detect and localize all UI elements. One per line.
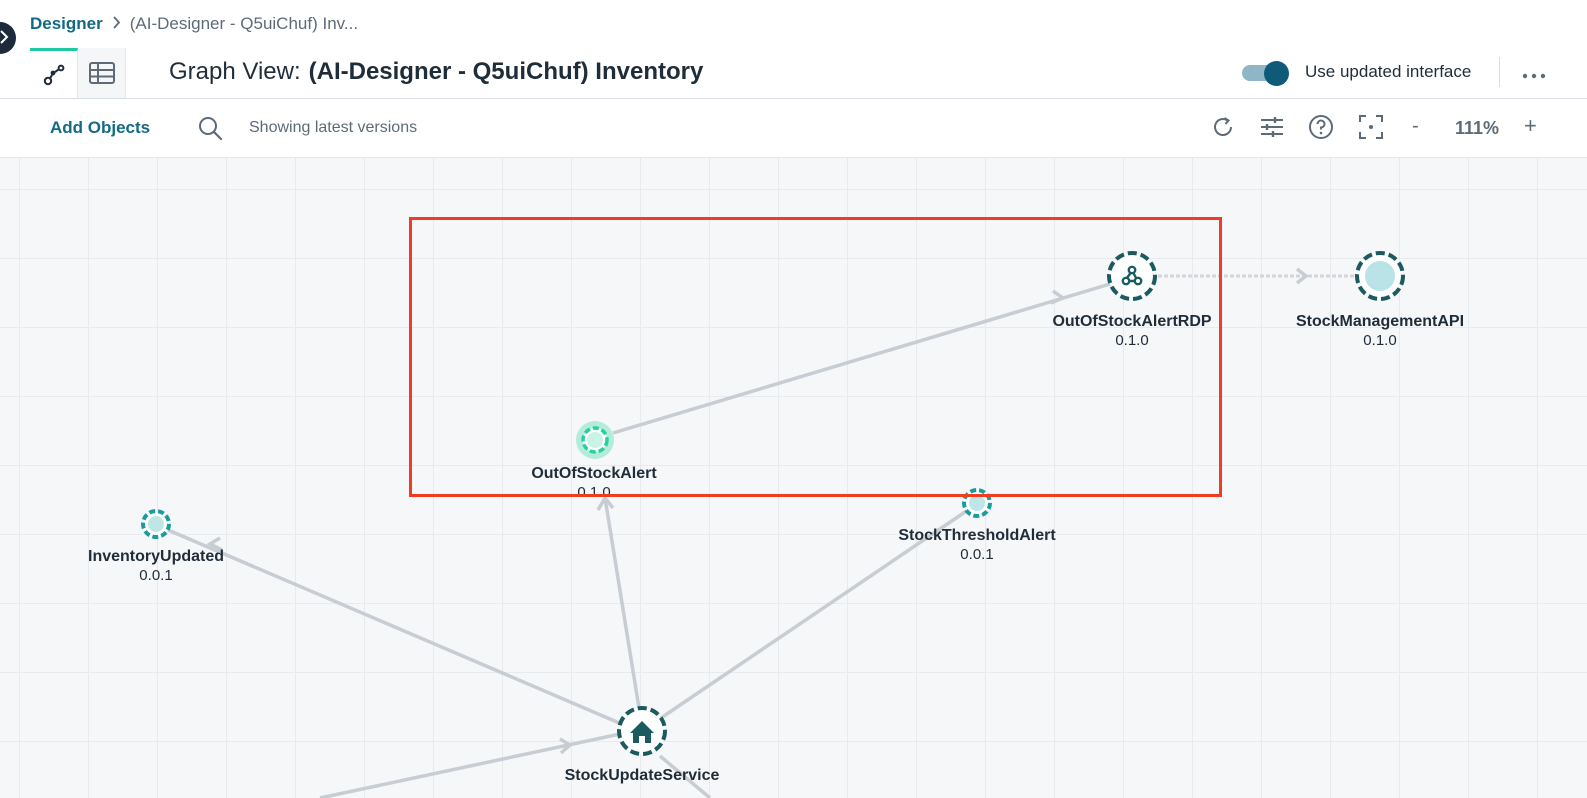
graph-toolbar: Add Objects Showing latest versions (0, 99, 1587, 158)
table-icon (88, 61, 116, 85)
node-name: StockThresholdAlert (898, 527, 1056, 544)
node-label-stockmanagementapi[interactable]: StockManagementAPI 0.1.0 (1296, 312, 1464, 350)
page-title: Graph View: (AI-Designer - Q5uiChuf) Inve… (169, 58, 703, 86)
view-tabs (30, 48, 126, 98)
graph-icon (42, 63, 66, 87)
more-options-button[interactable] (1520, 60, 1548, 84)
node-version: 0.0.1 (960, 546, 994, 563)
header: Designer (AI-Designer - Q5uiChuf) Inv... (0, 0, 1587, 99)
breadcrumb-current: (AI-Designer - Q5uiChuf) Inv... (129, 14, 359, 33)
tab-graph-view[interactable] (30, 48, 78, 98)
page-title-name: (AI-Designer - Q5uiChuf) Inventory (308, 58, 704, 85)
graph-canvas[interactable]: OutOfStockAlertRDP 0.1.0 StockManagement… (0, 158, 1587, 798)
edge-stockupdateservice-to-outofstockalert[interactable] (596, 494, 641, 709)
zoom-out-button[interactable]: - (1412, 115, 1419, 137)
sidebar-expand-button[interactable] (0, 22, 16, 54)
filter-settings-icon[interactable] (1259, 114, 1285, 140)
dashed-circle-icon (148, 516, 164, 532)
node-outofstockalertrdp[interactable] (1107, 251, 1157, 301)
node-label-outofstockalertrdp[interactable]: OutOfStockAlertRDP 0.1.0 (1052, 312, 1211, 350)
help-icon[interactable] (1308, 114, 1334, 140)
dashed-circle-icon (969, 495, 985, 511)
edge-offscreen-to-stockupdateservice[interactable] (319, 732, 621, 798)
edge-stockupdateservice-offscreen[interactable] (658, 754, 712, 798)
chevron-right-icon (112, 15, 121, 33)
more-horizontal-icon (1522, 59, 1546, 85)
graph-edges-layer (141, 251, 1405, 798)
breadcrumb: Designer (AI-Designer - Q5uiChuf) Inv... (30, 14, 358, 34)
edge-outofstockalert-to-rdp[interactable] (612, 282, 1111, 435)
node-version: 0.1.0 (1363, 332, 1397, 349)
refresh-icon[interactable] (1210, 114, 1236, 140)
node-name: InventoryUpdated (87, 548, 225, 565)
node-stockupdateservice[interactable] (617, 706, 667, 756)
node-name: StockManagementAPI (1295, 313, 1465, 330)
webhook-icon (1121, 265, 1143, 286)
node-version: 0.0.1 (139, 567, 173, 584)
page-title-prefix: Graph View: (169, 58, 301, 85)
fit-to-screen-icon[interactable] (1358, 114, 1384, 140)
breadcrumb-designer-link[interactable]: Designer (30, 14, 103, 33)
search-icon[interactable] (197, 115, 223, 146)
node-outofstockalert[interactable] (576, 421, 614, 459)
node-version: 0.1.0 (1115, 332, 1149, 349)
node-label-stockthresholdalert[interactable]: StockThresholdAlert 0.0.1 (898, 526, 1055, 564)
dashed-circle-icon (1365, 261, 1395, 291)
edge-inventoryupdated-to-stockupdateservice[interactable] (167, 528, 625, 727)
node-name: OutOfStockAlertRDP (1052, 313, 1212, 330)
node-name: StockUpdateService (564, 767, 720, 784)
node-inventoryupdated[interactable] (141, 509, 171, 539)
node-label-stockupdateservice[interactable]: StockUpdateService (565, 766, 720, 785)
node-label-inventoryupdated[interactable]: InventoryUpdated 0.0.1 (88, 547, 224, 585)
header-divider (1499, 57, 1500, 87)
use-updated-interface-toggle[interactable] (1242, 61, 1290, 86)
dashed-circle-icon (587, 432, 603, 448)
toggle-knob (1264, 61, 1289, 86)
chevron-right-icon (0, 29, 10, 47)
add-objects-button[interactable]: Add Objects (50, 118, 151, 137)
home-icon (630, 721, 654, 743)
node-stockmanagementapi[interactable] (1355, 251, 1405, 301)
toggle-label: Use updated interface (1305, 62, 1472, 81)
tab-table-view[interactable] (78, 48, 126, 98)
edge-rdp-to-stockmanagementapi[interactable] (1158, 267, 1355, 285)
zoom-level: 111% (1455, 118, 1500, 138)
zoom-in-button[interactable]: + (1524, 113, 1537, 138)
showing-versions-text: Showing latest versions (249, 119, 418, 136)
node-name: OutOfStockAlert (531, 465, 657, 482)
edge-stockupdateservice-to-stockthresholdalert[interactable] (657, 508, 969, 722)
selection-highlight-box (409, 217, 1222, 497)
